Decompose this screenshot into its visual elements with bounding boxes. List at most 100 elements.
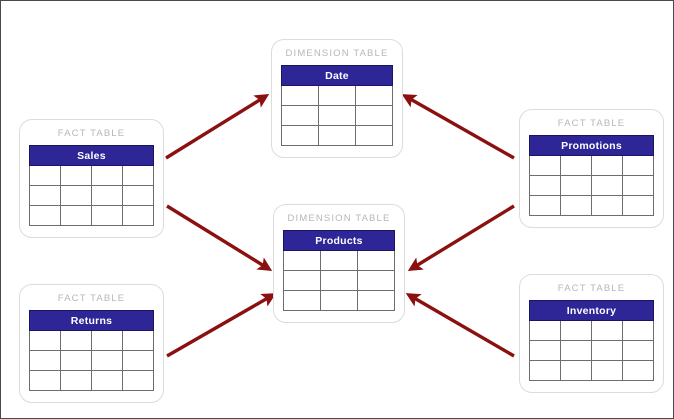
table-cell [122,370,154,391]
entity-card-promotions[interactable]: FACT TABLE Promotions [519,109,664,228]
table-cell [320,250,358,271]
arrow-sales-to-date [165,94,270,160]
table-cell [283,270,321,291]
table-cell [318,125,356,146]
arrow-returns-to-products [166,293,277,358]
table-cell [622,320,654,341]
entity-card-sales[interactable]: FACT TABLE Sales [19,119,164,238]
table-cell [122,350,154,371]
table-row [283,250,395,271]
table-cell [29,350,61,371]
table-cell [622,340,654,361]
table-cell [283,290,321,311]
table-cell [529,175,561,196]
entity-card-returns[interactable]: FACT TABLE Returns [19,284,164,403]
card-kind-label: FACT TABLE [57,293,126,304]
arrow-sales-to-products [166,204,273,271]
table-row [529,195,654,216]
card-kind-label: FACT TABLE [557,283,626,294]
table-row [529,360,654,381]
entity-table-sales: Sales [29,145,154,226]
table-cell [622,195,654,216]
table-cell [529,320,561,341]
table-cell [591,320,623,341]
table-cell [560,175,592,196]
table-row [281,85,393,106]
table-cell [357,290,395,311]
table-row [281,125,393,146]
table-cell [529,195,561,216]
table-cell [91,330,123,351]
table-cell [283,250,321,271]
table-cell [622,360,654,381]
table-cell [591,155,623,176]
table-cell [560,360,592,381]
entity-table-promotions: Promotions [529,135,654,216]
card-kind-label: FACT TABLE [57,128,126,139]
table-cell [122,185,154,206]
table-cell [591,340,623,361]
entity-table-date: Date [281,65,393,146]
table-row [29,350,154,371]
table-row [29,330,154,351]
arrow-promotions-to-products [407,204,515,271]
table-row [283,270,395,291]
table-cell [60,205,92,226]
table-cell [355,85,393,106]
entity-card-date[interactable]: DIMENSION TABLE Date [271,39,403,158]
table-cell [281,125,319,146]
table-row [529,175,654,196]
table-cell [29,330,61,351]
arrow-promotions-to-date [401,94,515,160]
entity-card-products[interactable]: DIMENSION TABLE Products [273,204,405,323]
table-cell [318,85,356,106]
table-cell [560,340,592,361]
table-cell [122,165,154,186]
table-row [281,105,393,126]
table-cell [60,330,92,351]
table-cell [560,195,592,216]
table-cell [281,85,319,106]
table-cell [560,155,592,176]
table-cell [29,370,61,391]
table-cell [29,165,61,186]
table-cell [357,250,395,271]
table-cell [60,165,92,186]
table-cell [560,320,592,341]
card-kind-label: FACT TABLE [557,118,626,129]
table-cell [529,360,561,381]
table-cell [91,205,123,226]
table-cell [355,105,393,126]
table-cell [122,205,154,226]
table-cell [591,195,623,216]
entity-name-promotions: Promotions [529,135,654,156]
table-cell [29,205,61,226]
table-row [29,370,154,391]
table-cell [60,350,92,371]
table-cell [318,105,356,126]
table-row [29,185,154,206]
entity-table-products: Products [283,230,395,311]
table-row [529,340,654,361]
table-cell [357,270,395,291]
table-cell [91,350,123,371]
table-cell [529,155,561,176]
entity-name-products: Products [283,230,395,251]
table-row [283,290,395,311]
arrow-inventory-to-products [405,293,515,358]
table-row [529,320,654,341]
table-cell [622,175,654,196]
table-cell [320,290,358,311]
entity-name-date: Date [281,65,393,86]
table-cell [320,270,358,291]
table-cell [591,360,623,381]
table-cell [591,175,623,196]
card-kind-label: DIMENSION TABLE [285,48,389,59]
table-cell [91,165,123,186]
table-cell [29,185,61,206]
table-cell [622,155,654,176]
card-kind-label: DIMENSION TABLE [287,213,391,224]
entity-card-inventory[interactable]: FACT TABLE Inventory [519,274,664,393]
